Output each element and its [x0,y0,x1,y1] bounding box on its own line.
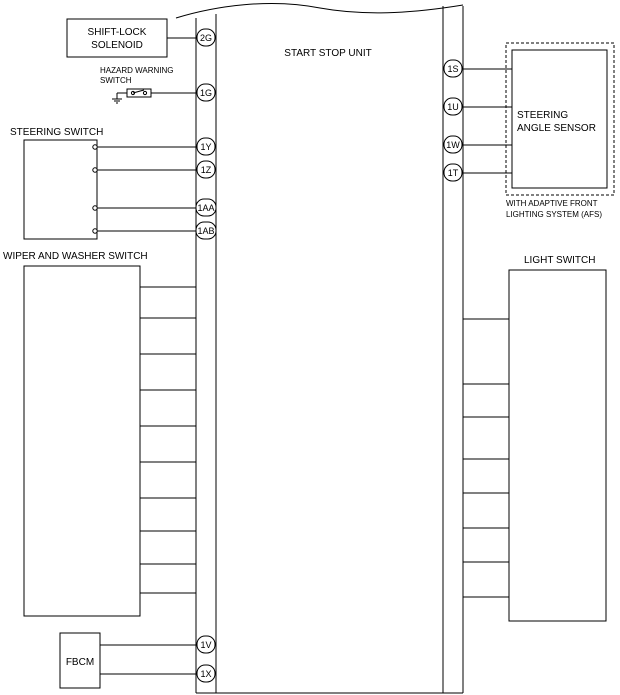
pin-1aa: 1AA [197,203,214,213]
fbcm: FBCM 1V 1X [59,632,216,689]
pin-1ab: 1AB [197,226,214,236]
pin-1s: 1S [447,64,458,74]
hazard-label-line2: SWITCH [100,76,132,85]
start-stop-unit: START STOP UNIT [175,2,464,694]
pin-1g: 1G [200,88,212,98]
light-switch-label: LIGHT SWITCH [524,255,595,266]
steering-angle-sensor: STEERING ANGLE SENSOR WITH ADAPTIVE FRON… [443,42,615,219]
pin-1t: 1T [448,168,459,178]
afs-note-line2: LIGHTING SYSTEM (AFS) [506,210,602,219]
hazard-warning-switch: HAZARD WARNING SWITCH 1G [100,66,216,104]
pin-1u: 1U [447,102,459,112]
hazard-label-line1: HAZARD WARNING [100,66,173,75]
wiper-switch-label: WIPER AND WASHER SWITCH [3,251,148,262]
pin-1v: 1V [200,640,211,650]
pin-1w: 1W [446,140,460,150]
shift-lock-label-line2: SOLENOID [91,40,143,51]
shift-lock-solenoid: SHIFT-LOCK SOLENOID 2G [66,18,216,58]
pin-1x: 1X [200,669,211,679]
wiper-washer-switch: WIPER AND WASHER SWITCH [3,251,196,617]
steering-switch: STEERING SWITCH 1Y 1Z 1AA 1AB [10,127,217,240]
pin-1z: 1Z [201,165,212,175]
start-stop-unit-label: START STOP UNIT [284,48,371,59]
sensor-label-line2: ANGLE SENSOR [517,123,596,134]
fbcm-label: FBCM [66,657,94,668]
steering-switch-label: STEERING SWITCH [10,127,103,138]
shift-lock-label-line1: SHIFT-LOCK [88,27,147,38]
pin-2g: 2G [200,33,212,43]
pin-1y: 1Y [200,142,211,152]
light-switch: LIGHT SWITCH [463,255,607,622]
afs-note-line1: WITH ADAPTIVE FRONT [506,199,598,208]
sensor-label-line1: STEERING [517,110,568,121]
